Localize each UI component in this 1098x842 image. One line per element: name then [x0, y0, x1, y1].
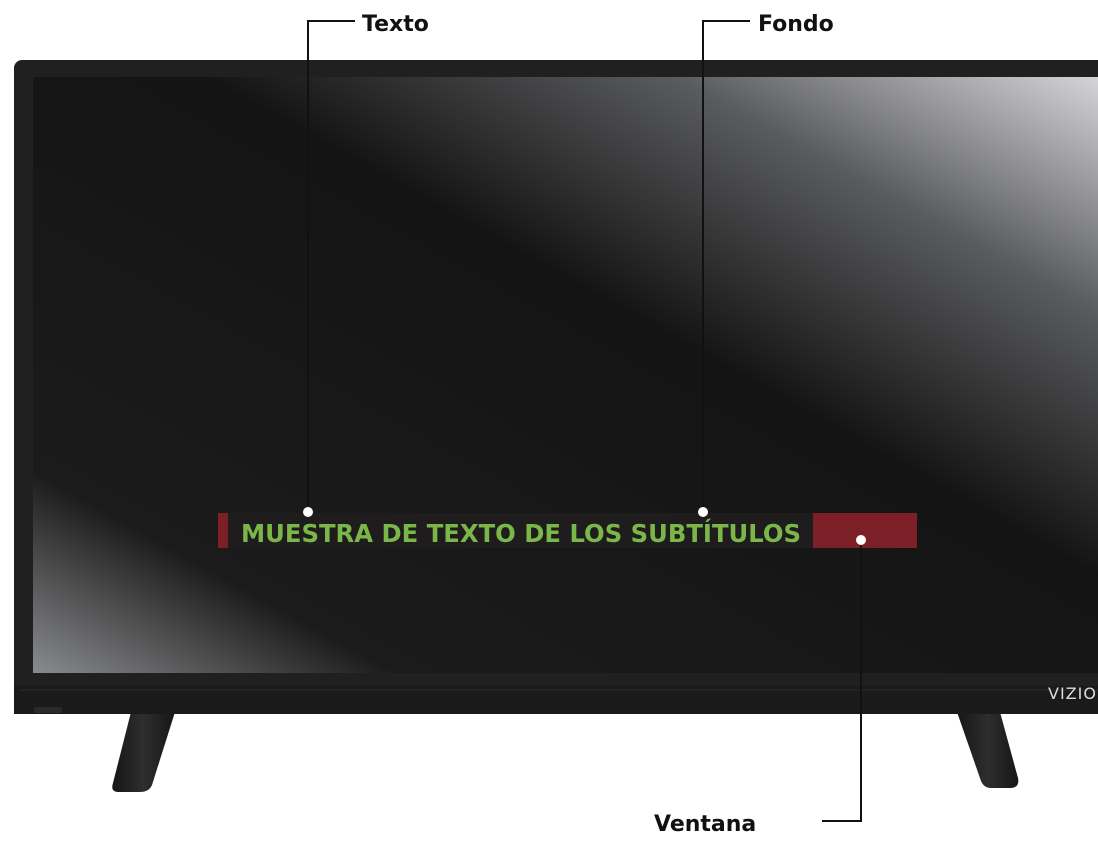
window-callout-label: Ventana — [654, 812, 756, 837]
background-callout-label: Fondo — [758, 12, 834, 37]
text-callout-label: Texto — [362, 12, 429, 37]
caption-text: MUESTRA DE TEXTO DE LOS SUBTÍTULOS — [241, 519, 801, 548]
right-stand — [957, 712, 1019, 788]
background-callout-dot — [698, 507, 708, 517]
brand-logo: VIZIO — [1048, 684, 1097, 703]
left-stand — [112, 712, 175, 792]
text-callout-dot — [303, 507, 313, 517]
tv-screen — [33, 77, 1098, 673]
window-callout-dot — [856, 535, 866, 545]
power-indicator — [34, 707, 62, 713]
caption-background — [228, 513, 813, 548]
callout-lines — [307, 20, 862, 822]
